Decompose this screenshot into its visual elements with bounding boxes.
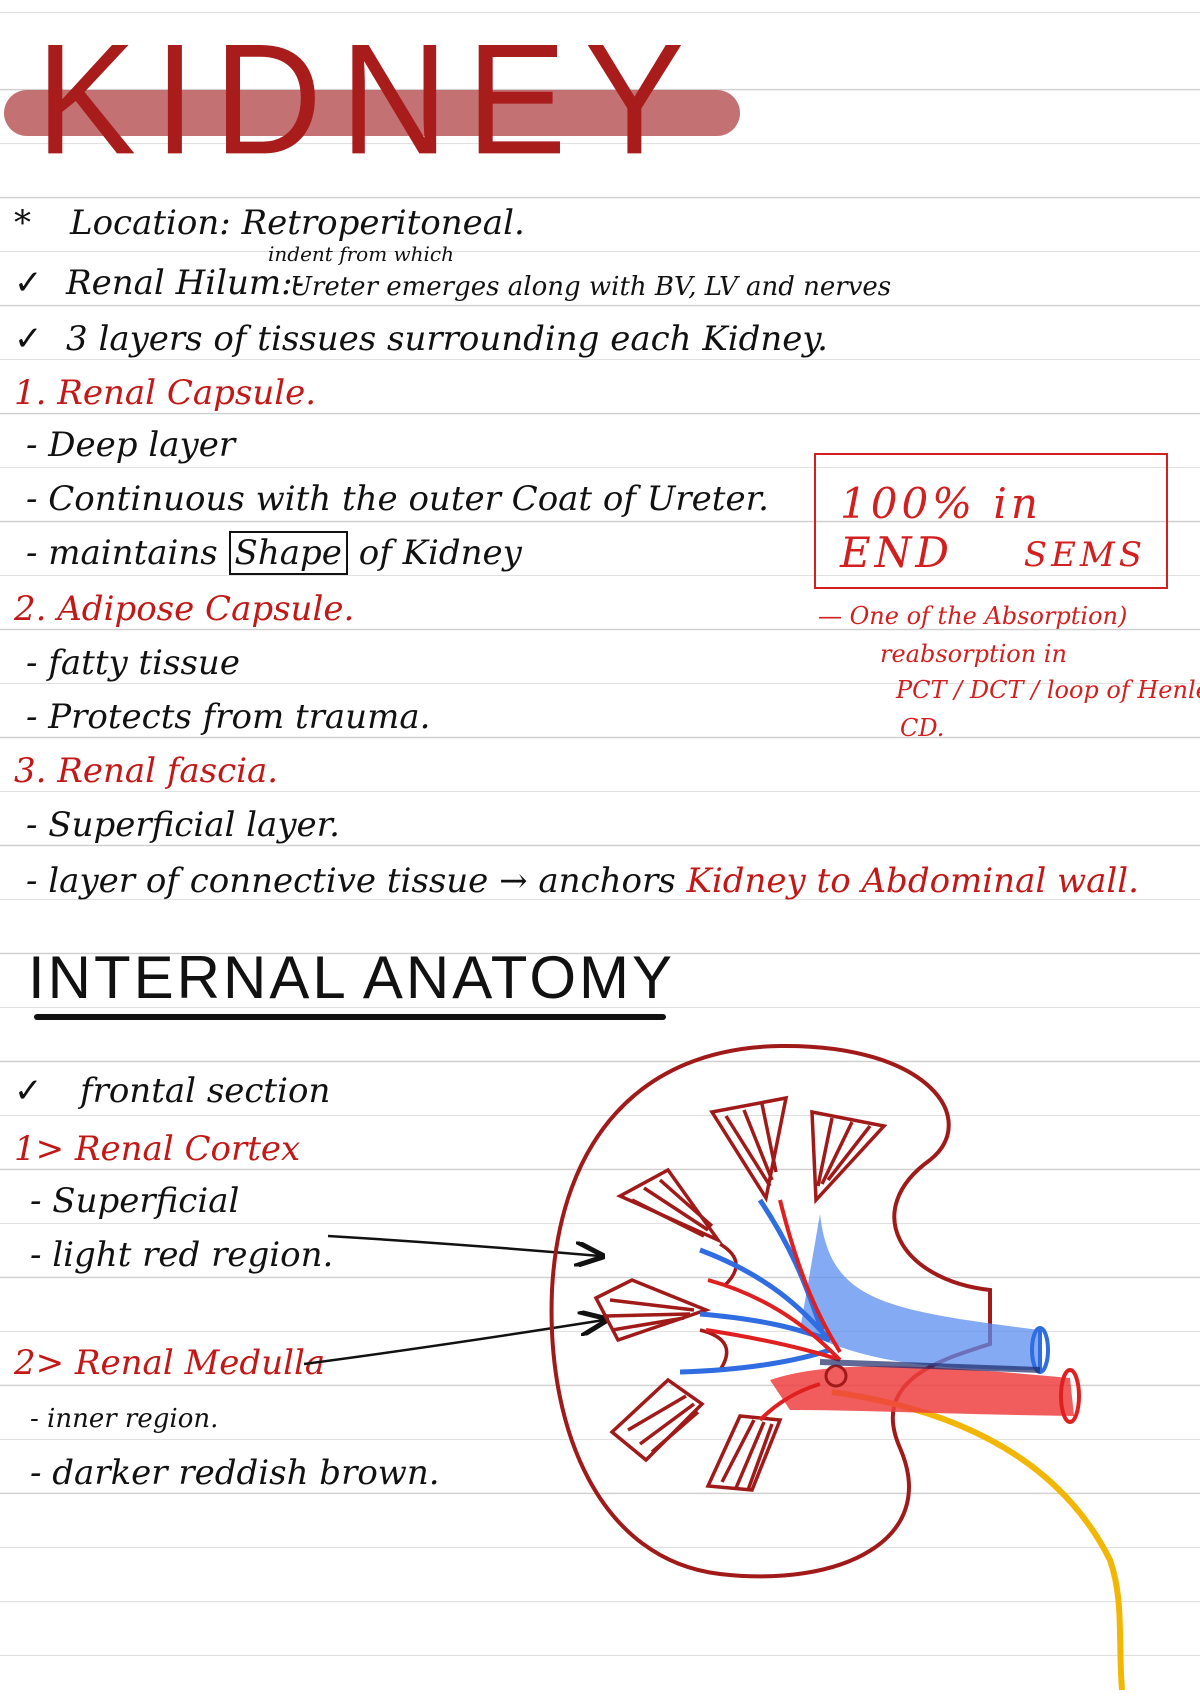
list-item: - darker reddish brown. xyxy=(30,1453,440,1493)
callout-box: 100% in END SEMS xyxy=(814,453,1168,589)
fascia-layer-text: - layer of connective tissue → anchors xyxy=(26,861,676,901)
page-title: KIDNEY xyxy=(36,10,703,187)
title-highlight xyxy=(4,90,740,136)
side-note-line: reabsorption in xyxy=(880,640,1067,668)
arrow-right-icon xyxy=(327,1234,600,1256)
list-item: - Protects from trauma. xyxy=(26,697,431,737)
side-note-line: — One of the Absorption) xyxy=(818,602,1128,630)
renal-artery xyxy=(705,1199,1081,1424)
internal-anatomy-title: INTERNAL ANATOMY xyxy=(28,944,676,1011)
side-note-line: CD. xyxy=(900,714,945,742)
checkmark-icon: ✓ xyxy=(14,263,43,303)
side-note-line: PCT / DCT / loop of Henle/ xyxy=(896,676,1200,704)
renal-cortex-heading: 1> Renal Cortex xyxy=(14,1129,301,1169)
list-item: - Deep layer xyxy=(26,425,236,465)
adipose-capsule-heading: 2. Adipose Capsule. xyxy=(14,589,355,629)
list-item: - inner region. xyxy=(30,1404,219,1434)
renal-medulla-heading: 2> Renal Medulla xyxy=(14,1343,326,1383)
renal-pyramids xyxy=(593,1095,888,1492)
checkmark-icon: ✓ xyxy=(14,1071,43,1111)
location-line: Location: Retroperitoneal. xyxy=(70,203,525,243)
list-item: - Superficial layer. xyxy=(26,805,340,845)
layers-intro-text: 3 layers of tissues surrounding each Kid… xyxy=(66,319,828,359)
hilum-text: Ureter emerges along with BV, LV and ner… xyxy=(290,272,892,302)
shape-line: - maintains Shape of Kidney xyxy=(26,531,522,575)
kidney-outline xyxy=(549,1043,992,1579)
ureter xyxy=(831,1389,1125,1691)
list-item: - light red region. xyxy=(30,1235,334,1275)
frontal-section-text: frontal section xyxy=(80,1071,331,1111)
fascia-layer-line: - layer of connective tissue → anchors K… xyxy=(26,864,1139,898)
callout-line-1: 100% in END xyxy=(840,479,1042,577)
list-item: - fatty tissue xyxy=(26,643,240,683)
hilum-label: Renal Hilum:- xyxy=(66,263,305,303)
callout-line-2: SEMS xyxy=(1023,535,1146,575)
fascia-anchor-text: Kidney to Abdominal wall. xyxy=(686,861,1139,901)
renal-capsule-heading: 1. Renal Capsule. xyxy=(14,373,317,413)
list-item: - Superficial xyxy=(30,1181,240,1221)
shape-boxed-word: Shape xyxy=(228,531,348,575)
hilum-annotation: indent from which xyxy=(268,242,454,266)
checkmark-icon: ✓ xyxy=(14,319,43,359)
title-underline xyxy=(34,1014,666,1020)
list-item: - Continuous with the outer Coat of Uret… xyxy=(26,479,769,519)
asterisk-icon: * xyxy=(14,203,31,243)
shape-line-post: of Kidney xyxy=(358,533,522,573)
renal-vein xyxy=(679,1198,1050,1375)
renal-fascia-heading: 3. Renal fascia. xyxy=(14,751,279,791)
arrow-right-icon xyxy=(303,1320,604,1366)
vessel-shadow xyxy=(819,1359,1041,1373)
shape-line-pre: - maintains xyxy=(26,533,218,573)
